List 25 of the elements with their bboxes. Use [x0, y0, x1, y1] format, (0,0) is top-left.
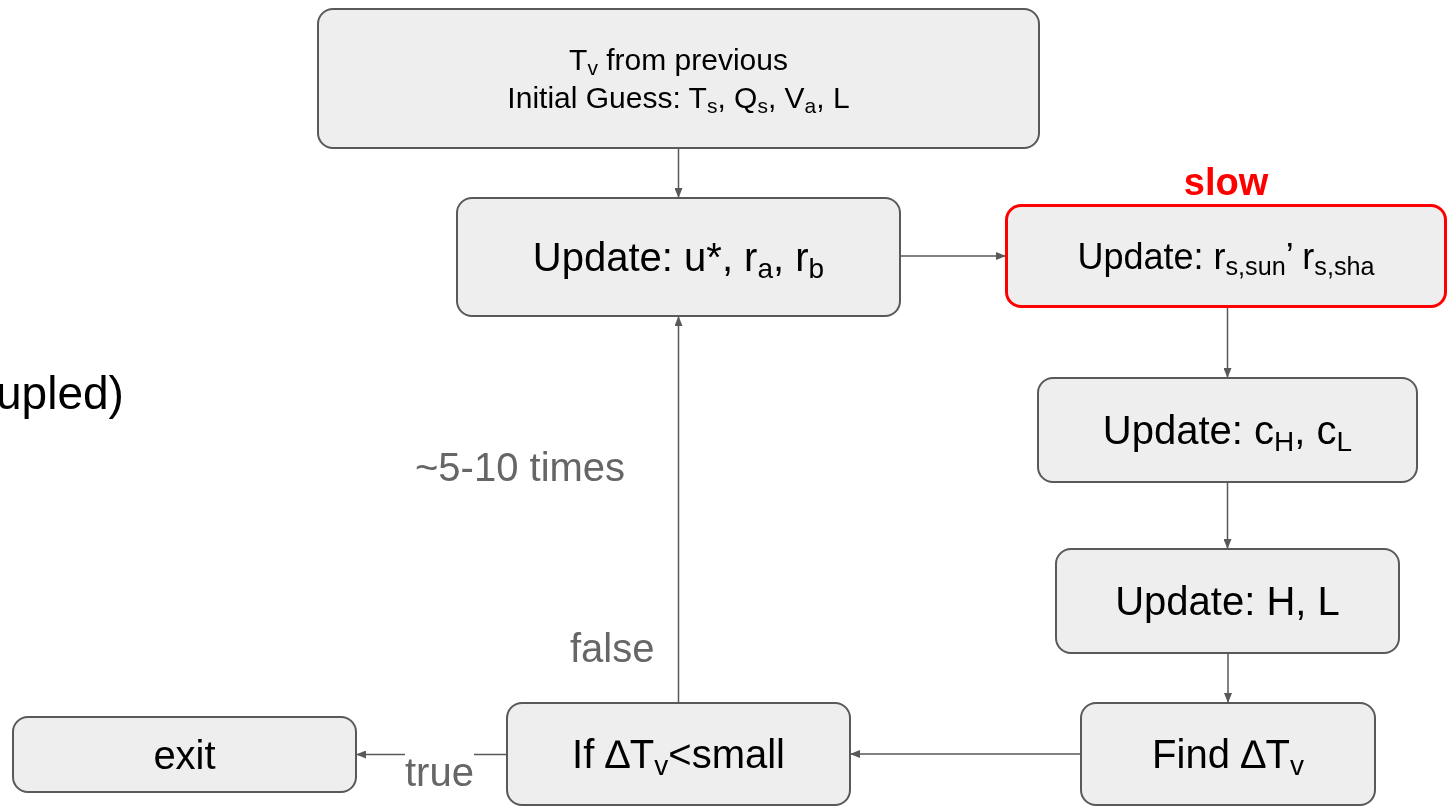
process-box: [1055, 548, 1400, 654]
box-text: Initial Guess: T$_{s}$, Q$_{s}$, V$_{a}$, L: [507, 79, 850, 116]
arrow: [900, 252, 1006, 260]
box-text: T$_{v}$ from previous: [569, 42, 788, 79]
process-box: [1037, 377, 1418, 483]
box-text: Update: H, L: [1115, 578, 1340, 625]
arrow: [1223, 482, 1232, 549]
process-box: [456, 197, 901, 317]
process-box: [506, 702, 851, 806]
box-text: Update: r$_{s,sun}$’ r$_{s,sha}$: [1077, 234, 1375, 279]
arrow: [850, 750, 1081, 758]
note-text: ~5-10 times: [415, 447, 626, 487]
arrow: [674, 148, 683, 198]
box-text: If ∆T$_{v}$<small: [572, 731, 785, 779]
arrow: [674, 316, 683, 703]
box-text: Update: u*, r$_{a}$, r$_{b}$: [532, 234, 825, 282]
process-box: [12, 716, 357, 793]
box-text: exit: [153, 731, 216, 779]
process-box: [1080, 702, 1376, 806]
arrow: [1224, 653, 1232, 703]
process-box: [317, 8, 1040, 149]
box-text: Update: c$_{H}$, c$_{L}$: [1102, 407, 1353, 455]
annotation-text: slow: [1182, 163, 1270, 201]
arrow: [1223, 307, 1232, 378]
box-text: Find ∆T$_{v}$: [1152, 731, 1304, 779]
